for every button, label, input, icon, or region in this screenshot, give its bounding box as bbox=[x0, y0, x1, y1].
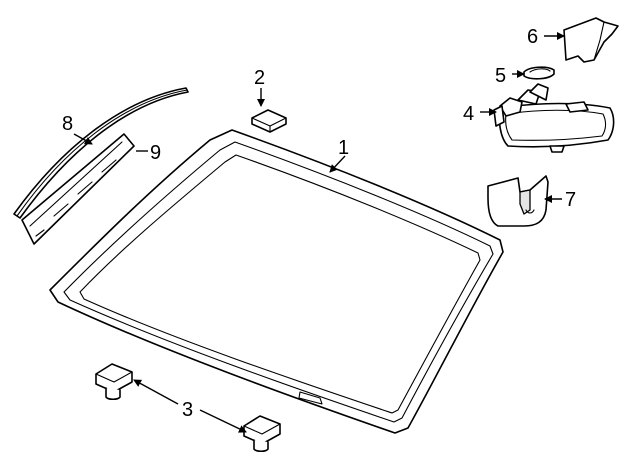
callout-7: 7 bbox=[565, 189, 576, 211]
moulding-strip bbox=[13, 87, 189, 219]
mirror-mount-button bbox=[523, 66, 555, 80]
callout-1: 1 bbox=[338, 137, 349, 159]
rear-view-mirror bbox=[493, 83, 615, 153]
upper-cover bbox=[563, 17, 619, 63]
callout-5: 5 bbox=[495, 65, 506, 87]
spacer-block bbox=[251, 109, 287, 133]
callout-4: 4 bbox=[463, 103, 474, 125]
callout-labels: 1 2 3 4 5 6 7 8 9 bbox=[62, 26, 576, 421]
callout-2: 2 bbox=[254, 67, 265, 89]
stopper-right bbox=[243, 415, 281, 453]
windshield-glass bbox=[49, 129, 504, 434]
seal-retainer bbox=[21, 133, 135, 245]
callout-8: 8 bbox=[62, 113, 73, 135]
callout-3: 3 bbox=[182, 399, 193, 421]
callout-9: 9 bbox=[150, 142, 161, 164]
callout-6: 6 bbox=[527, 26, 538, 48]
lower-cover bbox=[487, 175, 549, 227]
leader-lines bbox=[73, 32, 565, 433]
stopper-left bbox=[95, 363, 133, 401]
